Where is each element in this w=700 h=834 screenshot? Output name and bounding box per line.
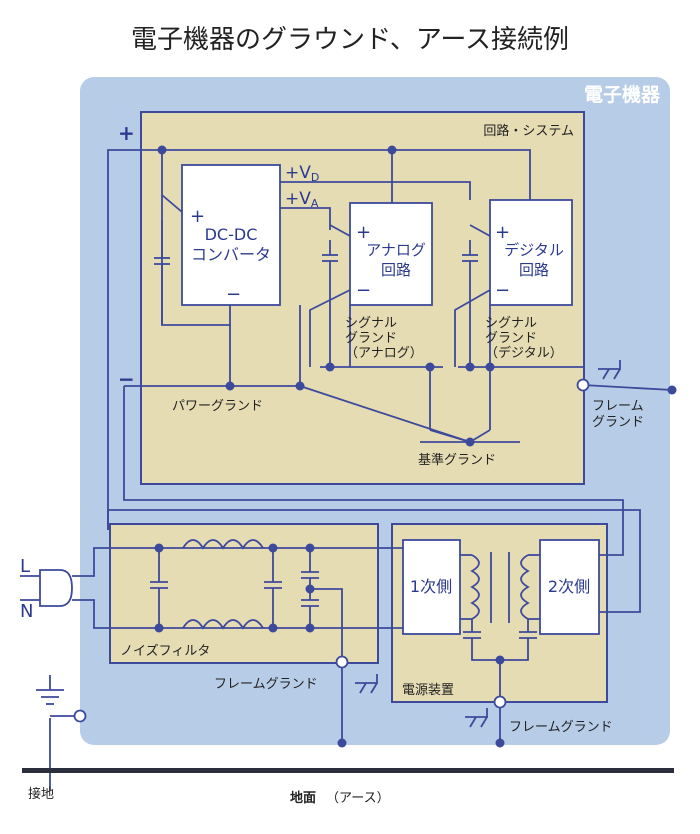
digital-plus: + <box>495 222 510 243</box>
chassis-ground-icon <box>355 360 621 728</box>
plug-n-label: N <box>20 601 33 622</box>
rail-minus-label: − <box>118 367 135 391</box>
frame-ground-supply-label: フレームグランド <box>509 720 613 735</box>
svg-text:シグナル: シグナル <box>345 316 397 331</box>
frame-ground-right-label: フレーム グランド <box>592 399 644 430</box>
svg-text:グランド: グランド <box>592 415 644 430</box>
dcdc-label-line2: コンバータ <box>191 245 271 264</box>
circuit-system-label: 回路・システム <box>483 123 574 139</box>
analog-minus: − <box>356 280 371 301</box>
signal-ground-digital-label: シグナル グランド （デジタル） <box>485 316 563 361</box>
svg-text:シグナル: シグナル <box>485 316 537 331</box>
signal-ground-analog-label: シグナル グランド （アナログ） <box>345 316 423 361</box>
primary-side-block <box>402 539 461 635</box>
rail-plus-label: + <box>118 121 135 145</box>
analog-circuit-block <box>349 202 433 306</box>
electronic-device-label: 電子機器 <box>584 83 661 106</box>
secondary-side-block <box>539 539 600 635</box>
diagram-title: 電子機器のグラウンド、アース接続例 <box>131 25 569 55</box>
ac-plug-icon <box>20 569 73 607</box>
svg-text:グランド: グランド <box>345 331 397 346</box>
dcdc-plus: + <box>190 206 205 227</box>
analog-label-line2: 回路 <box>381 261 411 279</box>
secondary-side-label: 2次側 <box>548 577 590 596</box>
analog-label-line1: アナログ <box>366 241 426 259</box>
digital-label-line1: デジタル <box>504 241 564 259</box>
dcdc-minus: − <box>226 284 241 305</box>
reference-ground-label: 基準グランド <box>418 452 496 468</box>
power-supply-label: 電源装置 <box>402 683 454 698</box>
earth-ground-bar <box>22 768 674 773</box>
output-vd-label: +VD <box>285 163 319 184</box>
output-va-label: +VA <box>285 189 319 210</box>
junction-dots <box>154 145 677 748</box>
primary-side-label: 1次側 <box>410 577 452 596</box>
dcdc-converter-block <box>181 164 281 306</box>
earth-ground-paren-label: （アース） <box>326 791 390 806</box>
analog-plus: + <box>356 222 371 243</box>
earth-connection-label: 接地 <box>28 786 54 802</box>
wiring <box>36 149 673 790</box>
noise-filter-label: ノイズフィルタ <box>120 643 210 659</box>
noise-filter-box <box>109 523 379 664</box>
dcdc-label-line1: DC-DC <box>205 225 258 244</box>
earth-ground-label: 地面 <box>290 790 316 806</box>
svg-text:グランド: グランド <box>485 331 537 346</box>
svg-text:フレーム: フレーム <box>592 399 644 414</box>
frame-ground-filter-label: フレームグランド <box>214 677 318 692</box>
svg-text:（アナログ）: （アナログ） <box>345 346 423 361</box>
frame-ground-terminals <box>73 378 590 723</box>
power-ground-label: パワーグランド <box>172 399 263 414</box>
digital-circuit-block <box>489 199 573 306</box>
svg-text:（デジタル）: （デジタル） <box>485 345 563 361</box>
digital-minus: − <box>495 280 510 301</box>
plug-l-label: L <box>20 556 30 577</box>
digital-label-line2: 回路 <box>519 261 549 279</box>
